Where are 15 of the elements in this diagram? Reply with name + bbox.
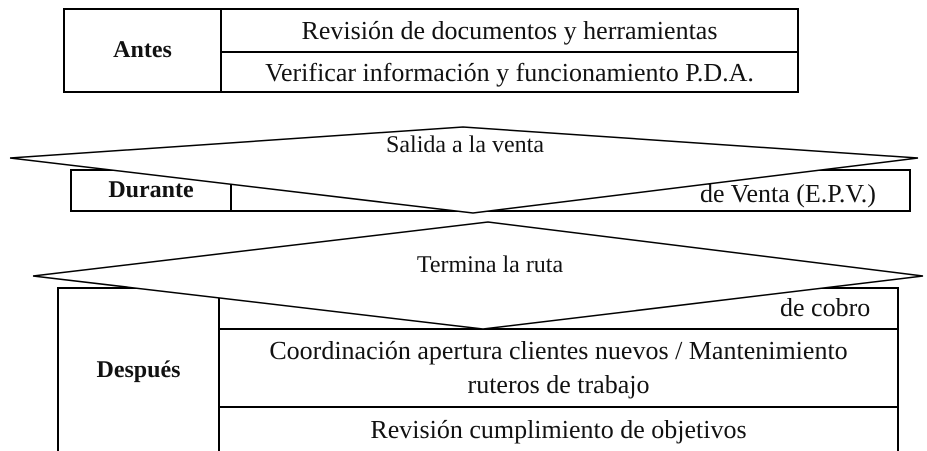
task-cell: Coordinación apertura clientes nuevos / Mantenimiento ruteros de trabajo: [220, 328, 897, 406]
stage-table: [57, 287, 899, 451]
decision-diamond: [33, 222, 923, 329]
diamond-label: Salida a la venta: [386, 132, 544, 159]
task-text: de Venta (E.P.V.): [700, 181, 876, 207]
task-cell: Revisión cumplimiento de objetivos: [220, 406, 897, 451]
diamond-label: Termina la ruta: [416, 252, 564, 279]
task-cell: Verificar información y funcionamiento P.D.A.: [222, 51, 797, 93]
decision-diamond: [10, 127, 918, 213]
stage-label: Durante: [107, 176, 195, 205]
stage-label: Antes: [112, 36, 173, 65]
stage-label: Después: [95, 356, 182, 384]
task-text: de cobro: [780, 295, 870, 321]
stage-table: [63, 8, 799, 93]
task-cell: Revisión de documentos y herramientas: [222, 10, 797, 51]
